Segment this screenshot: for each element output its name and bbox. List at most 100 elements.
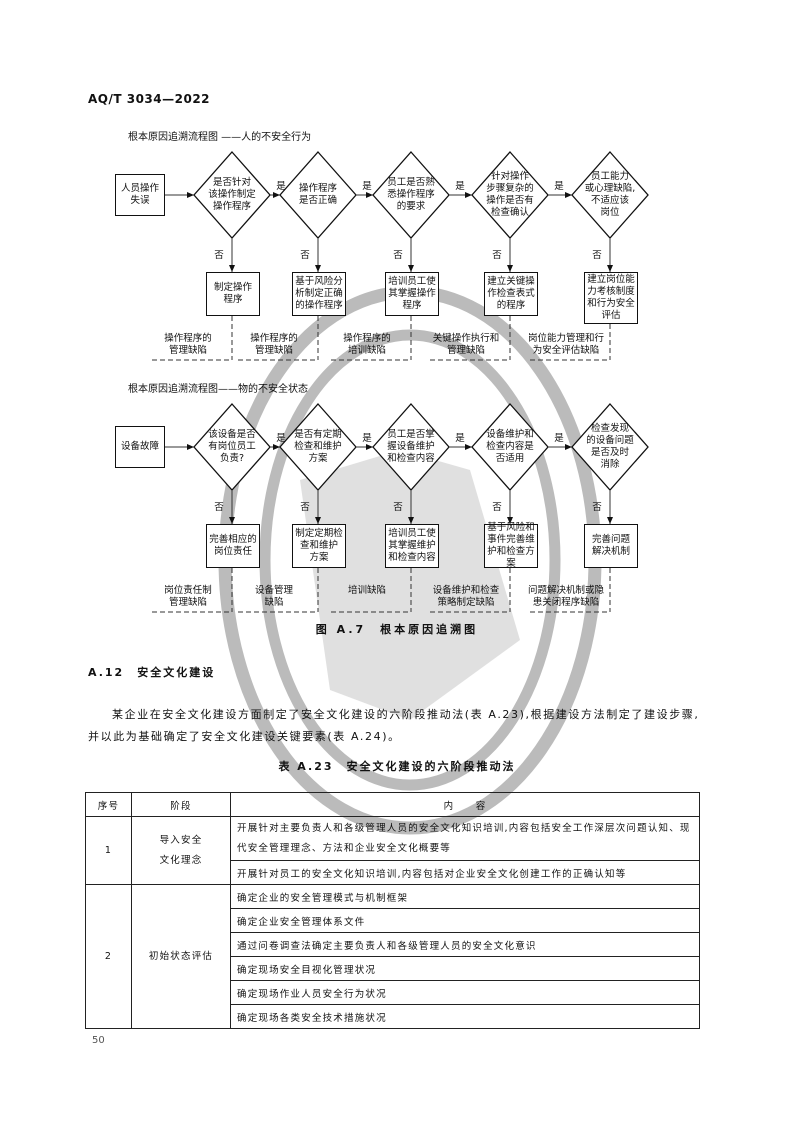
content-cell: 确定现场安全目视化管理状况 [230, 956, 700, 981]
page-number: 50 [92, 1035, 105, 1046]
arrowhead-icon [507, 265, 513, 272]
action-box: 制定定期检 查和维护 方案 [292, 524, 346, 568]
no-label: 否 [492, 250, 502, 261]
row-number-cell: 1 [85, 816, 132, 885]
yes-label: 是 [276, 433, 286, 444]
yes-label: 是 [455, 433, 465, 444]
decision-text: 操作程序 是否正确 [298, 183, 337, 206]
no-label: 否 [214, 250, 224, 261]
figure-caption: 图 A.7 根本原因追溯图 [315, 623, 479, 636]
arrowhead-icon [273, 444, 280, 450]
no-label: 否 [300, 250, 310, 261]
arrowhead-icon [315, 265, 321, 272]
arrowhead-icon [366, 192, 373, 198]
action-box: 制定操作 程序 [206, 272, 260, 316]
defect-label: 岗位责任制 管理缺陷 [164, 585, 212, 608]
arrowhead-icon [187, 444, 194, 450]
row-number-cell: 2 [85, 884, 132, 1029]
action-box: 建立岗位能 力考核制度 和行为安全 评估 [584, 272, 638, 324]
decision-text: 该设备是否 有岗位员工 负责? [208, 429, 256, 464]
decision-text: 员工是否掌 握设备维护 和检查内容 [387, 429, 435, 464]
no-label: 否 [492, 502, 502, 513]
stage-cell: 导入安全 文化理念 [131, 816, 231, 885]
section-title: 安全文化建设 [137, 666, 216, 679]
content-cell: 开展针对员工的安全文化知识培训,内容包括对企业安全文化创建工作的正确认知等 [230, 860, 700, 885]
arrowhead-icon [229, 517, 235, 524]
header-cell: 序号 [85, 792, 132, 817]
header-cell: 阶段 [131, 792, 231, 817]
decision-text: 是否针对 该操作制定 操作程序 [208, 177, 256, 212]
action-box: 基于风险和 事件完善维 护和检查方案 [484, 522, 538, 569]
start-box: 设备故障 [115, 426, 165, 468]
arrowhead-icon [366, 444, 373, 450]
yes-label: 是 [554, 433, 564, 444]
arrowhead-icon [607, 517, 613, 524]
no-label: 否 [592, 250, 602, 261]
arrowhead-icon [565, 192, 572, 198]
decision-text: 员工能力 或心理缺陷, 不适应该 岗位 [584, 171, 636, 218]
defect-label: 设备维护和检查 策略制定缺陷 [432, 585, 500, 608]
arrowhead-icon [229, 265, 235, 272]
no-label: 否 [592, 502, 602, 513]
defect-label: 岗位能力管理和行 为安全评估缺陷 [527, 333, 604, 356]
arrowhead-icon [187, 192, 194, 198]
yes-label: 是 [362, 433, 372, 444]
content-cell: 确定企业安全管理体系文件 [230, 908, 700, 933]
arrowhead-icon [607, 265, 613, 272]
arrowhead-icon [408, 265, 414, 272]
arrowhead-icon [507, 517, 513, 524]
arrowhead-icon [315, 517, 321, 524]
content-cell: 确定现场各类安全技术措施状况 [230, 1004, 700, 1029]
yes-label: 是 [455, 181, 465, 192]
no-label: 否 [393, 250, 403, 261]
defect-label: 设备管理 缺陷 [254, 585, 293, 608]
content-cell: 确定企业的安全管理模式与机制框架 [230, 884, 700, 909]
yes-label: 是 [554, 181, 564, 192]
standard-number: AQ/T 3034—2022 [88, 92, 211, 106]
section-heading: A.12 安全文化建设 [88, 664, 215, 680]
table-row: 确定现场各类安全技术措施状况 [86, 1004, 700, 1029]
flowchart-lines [152, 151, 649, 361]
defect-label: 关键操作执行和 管理缺陷 [432, 333, 500, 356]
stage-cell: 初始状态评估 [131, 884, 231, 1029]
decision-text: 员工是否熟 悉操作程序 的要求 [387, 177, 435, 212]
defect-label: 问题解决机制或隐 患关闭程序缺陷 [527, 585, 604, 608]
action-box: 培训员工使 其掌握操作 程序 [385, 272, 439, 316]
action-box: 完善问题 解决机制 [584, 524, 638, 568]
action-box: 基于风险分 析制定正确 的操作程序 [292, 272, 346, 316]
action-box: 完善相应的 岗位责任 [206, 524, 260, 568]
decision-text: 设备维护和 检查内容是 否适用 [486, 429, 534, 464]
defect-label: 操作程序的 管理缺陷 [164, 333, 212, 356]
flowchart-title: 根本原因追溯流程图 ——人的不安全行为 [128, 132, 312, 143]
table-row: 确定现场作业人员安全行为状况 [86, 980, 700, 1005]
body-paragraph: 某企业在安全文化建设方面制定了安全文化建设的六阶段推动法(表 A.23),根据建… [88, 708, 700, 743]
arrowhead-icon [465, 192, 472, 198]
yes-label: 是 [276, 181, 286, 192]
action-box: 培训员工使 其掌握维护 和检查内容 [385, 524, 439, 568]
no-label: 否 [300, 502, 310, 513]
start-box: 人员操作 失误 [115, 174, 165, 216]
arrowhead-icon [565, 444, 572, 450]
no-label: 否 [393, 502, 403, 513]
arrowhead-icon [465, 444, 472, 450]
arrowhead-icon [408, 517, 414, 524]
defect-label: 培训缺陷 [347, 585, 386, 596]
content-cell: 通过问卷调查法确定主要负责人和各级管理人员的安全文化意识 [230, 932, 700, 957]
decision-text: 针对操作 步骤复杂的 操作是否有 检查确认 [486, 171, 534, 218]
defect-label: 操作程序的 培训缺陷 [343, 333, 391, 356]
decision-text: 是否有定期 检查和维护 方案 [294, 429, 342, 464]
defect-label: 操作程序的 管理缺陷 [250, 333, 298, 356]
table-header-row: 序号 阶段 内 容 [85, 792, 700, 817]
content-cell: 开展针对主要负责人和各级管理人员的安全文化知识培训,内容包括安全工作深层次问题认… [230, 816, 700, 861]
flowchart-title: 根本原因追溯流程图——物的不安全状态 [128, 384, 308, 395]
action-box: 建立关键操 作检查表式 的程序 [484, 272, 538, 316]
header-cell: 内 容 [230, 792, 700, 817]
section-number: A.12 [88, 666, 125, 679]
flowchart-lines [152, 403, 649, 613]
arrowhead-icon [273, 192, 280, 198]
decision-text: 检查发现 的设备问题 是否及时 消除 [586, 423, 634, 470]
table-title: 表 A.23 安全文化建设的六阶段推动法 [278, 760, 516, 773]
